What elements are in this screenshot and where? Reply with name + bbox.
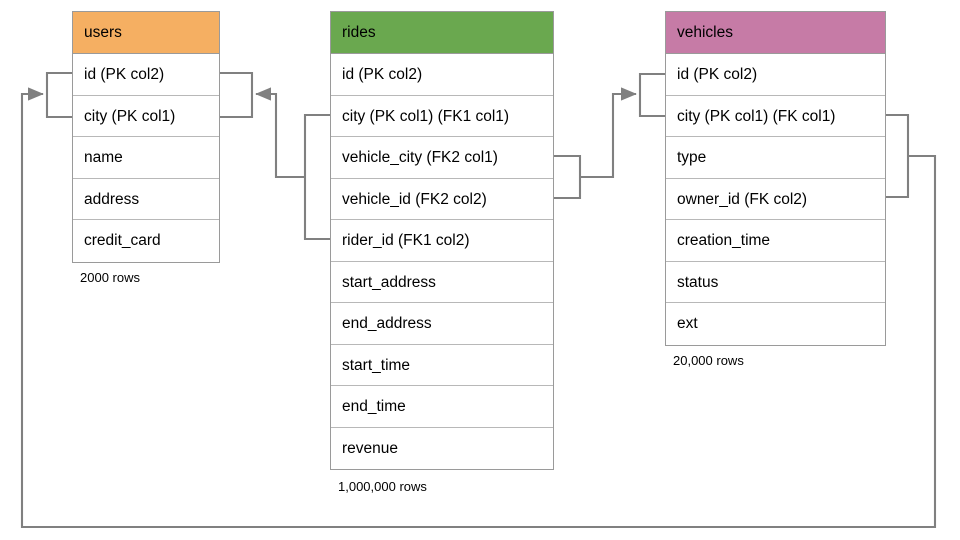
vehicles-fk-bracket — [886, 113, 910, 199]
vehicles-left-bracket — [638, 72, 665, 118]
table-vehicles-column-id[interactable]: id (PK col2) — [666, 54, 885, 96]
table-rides-column-vehicle-id[interactable]: vehicle_id (FK2 col2) — [331, 179, 553, 220]
table-users-header: users — [73, 12, 219, 54]
table-rides-header: rides — [331, 12, 553, 54]
table-rides-column-city[interactable]: city (PK col1) (FK1 col1) — [331, 96, 553, 137]
table-rides-column-start-time[interactable]: start_time — [331, 345, 553, 386]
table-users-column-credit-card[interactable]: credit_card — [84, 232, 161, 249]
table-rides-column-id[interactable]: id (PK col2) — [331, 54, 553, 96]
connector-rides-fk1-to-users — [255, 87, 305, 179]
table-vehicles-column-ext[interactable]: ext — [677, 315, 698, 332]
table-vehicles-row-count: 20,000 rows — [673, 353, 744, 368]
table-users-column-city[interactable]: city (PK col1) — [73, 96, 219, 137]
table-users-column-name[interactable]: name — [73, 137, 219, 179]
rides-fk1-bracket — [303, 113, 330, 241]
table-vehicles-column-type[interactable]: type — [666, 137, 885, 179]
table-vehicles-column-status[interactable]: status — [666, 262, 885, 303]
users-right-bracket — [220, 71, 254, 119]
table-rides-column-vehicle-city[interactable]: vehicle_city (FK2 col1) — [331, 137, 553, 179]
table-users[interactable]: users id (PK col2) city (PK col1) name a… — [72, 11, 220, 263]
table-vehicles-header: vehicles — [666, 12, 885, 54]
table-rides-column-start-address[interactable]: start_address — [331, 262, 553, 303]
table-rides-column-revenue[interactable]: revenue — [342, 439, 399, 457]
table-rides-row-count: 1,000,000 rows — [338, 479, 427, 494]
table-vehicles-column-city[interactable]: city (PK col1) (FK col1) — [666, 96, 885, 137]
users-left-bracket — [45, 71, 72, 119]
table-rides-column-end-time[interactable]: end_time — [331, 386, 553, 428]
rides-fk2-bracket — [554, 154, 582, 200]
table-rides-column-end-address[interactable]: end_address — [331, 303, 553, 345]
table-users-row-count: 2000 rows — [80, 270, 140, 285]
table-rides-column-rider-id[interactable]: rider_id (FK1 col2) — [331, 220, 553, 262]
table-vehicles[interactable]: vehicles id (PK col2) city (PK col1) (FK… — [665, 11, 886, 346]
table-users-column-address[interactable]: address — [73, 179, 219, 220]
table-users-column-id[interactable]: id (PK col2) — [73, 54, 219, 96]
table-vehicles-column-creation-time[interactable]: creation_time — [666, 220, 885, 262]
table-vehicles-column-owner-id[interactable]: owner_id (FK col2) — [666, 179, 885, 220]
table-rides[interactable]: rides id (PK col2) city (PK col1) (FK1 c… — [330, 11, 554, 470]
connector-rides-fk2-to-vehicles — [580, 87, 637, 179]
